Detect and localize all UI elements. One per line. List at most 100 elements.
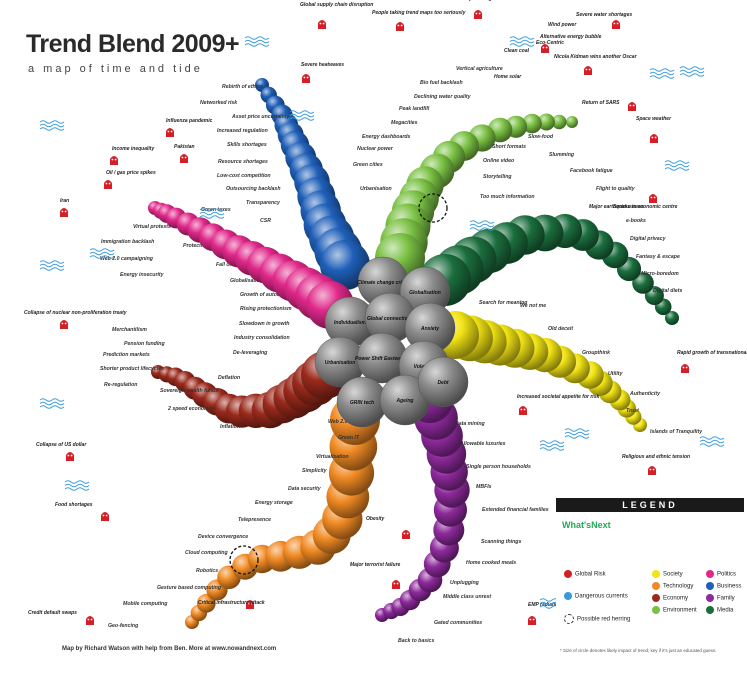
trend-label: Increased regulation bbox=[217, 128, 268, 134]
wave-icon bbox=[469, 220, 495, 231]
wave-icon bbox=[539, 440, 565, 451]
trend-label: Extended financial families bbox=[482, 507, 549, 513]
trend-label: Skills shortages bbox=[227, 142, 267, 148]
trend-label: Industry consolidation bbox=[234, 335, 290, 341]
global-risk-icon bbox=[318, 20, 326, 29]
trend-label: Sovereign wealth funds bbox=[160, 388, 218, 394]
trend-label: Virtual protests bbox=[133, 224, 171, 230]
legend-label: Economy bbox=[663, 595, 689, 602]
trend-bubble bbox=[320, 240, 370, 290]
legend-label: Society bbox=[663, 571, 683, 578]
global-risk-label: Obesity bbox=[366, 516, 385, 522]
wave-icon bbox=[199, 208, 225, 219]
global-risk-icon bbox=[66, 452, 74, 461]
red-herring-ring bbox=[229, 545, 259, 575]
global-risk-label: Return of SARS bbox=[582, 100, 620, 106]
red-herring-ring bbox=[418, 193, 448, 223]
map-title: Trend Blend 2009+ bbox=[26, 30, 240, 58]
legend-swatch-icon bbox=[706, 570, 714, 578]
trend-label: Transparency bbox=[246, 200, 281, 206]
global-risk-label: Religious and ethnic tension bbox=[622, 454, 690, 460]
trend-label: Robotics bbox=[196, 568, 218, 574]
wave-icon bbox=[39, 398, 65, 409]
core-label: GRIN tech bbox=[350, 400, 374, 406]
legend-item: Global Risk bbox=[564, 570, 606, 578]
trend-label: Back to basics bbox=[398, 638, 434, 644]
legend-header: LEGEND bbox=[556, 498, 744, 512]
trend-label: Gated communities bbox=[434, 620, 482, 626]
trend-label: Green taxes bbox=[201, 207, 231, 213]
trend-label: Seriousness bbox=[613, 204, 644, 210]
global-risk-label: Severe heatwaves bbox=[301, 62, 344, 68]
global-risk-icon bbox=[519, 406, 527, 415]
global-risk-label: Home solar bbox=[494, 74, 522, 80]
legend-swatch-icon bbox=[652, 582, 660, 590]
trend-bubble bbox=[551, 114, 567, 130]
trend-label: Telepresence bbox=[238, 517, 271, 523]
global-risk-label: Major terrorist failure bbox=[350, 562, 401, 568]
trend-label: Search for meaning bbox=[479, 300, 528, 306]
global-risk-label: Collapse of US dollar bbox=[36, 442, 87, 448]
legend-item: Economy bbox=[652, 594, 688, 602]
legend-item: Dangerous currents bbox=[564, 592, 628, 600]
global-risk-label: Global supply chain disruption bbox=[300, 2, 373, 8]
global-risk-label: Wind power bbox=[548, 22, 577, 28]
trend-label: Virtualisation bbox=[316, 454, 349, 460]
legend-label: Technology bbox=[663, 583, 694, 590]
global-risk-icon bbox=[612, 20, 620, 29]
global-risk-icon bbox=[474, 10, 482, 19]
trend-label: Networked risk bbox=[200, 100, 238, 106]
trend-label: Middle class unrest bbox=[443, 594, 491, 600]
core-label: Globalisation bbox=[409, 290, 441, 296]
wave-icon bbox=[64, 480, 90, 491]
global-risk-icon bbox=[166, 128, 174, 137]
global-risk-label: Alternative energy bubble bbox=[539, 34, 602, 40]
trend-label: Green cities bbox=[353, 162, 383, 168]
legend-item: Family bbox=[706, 594, 735, 602]
legend-label: Possible red herring bbox=[577, 616, 631, 623]
trend-label: e-books bbox=[626, 218, 646, 224]
trend-label: Nuclear power bbox=[357, 146, 394, 152]
core-label: Global connectivity bbox=[367, 316, 413, 322]
trend-label: Energy storage bbox=[255, 500, 293, 506]
trend-label: Resource shortages bbox=[218, 159, 268, 165]
legend-swatch-icon bbox=[564, 614, 574, 624]
trend-label: Online video bbox=[483, 158, 514, 164]
trend-label: Energy dashboards bbox=[362, 134, 411, 140]
trend-label: Web 2.0 campaigning bbox=[100, 256, 154, 262]
core-label: Urbanisation bbox=[325, 360, 356, 366]
legend-swatch-icon bbox=[706, 582, 714, 590]
global-risk-icon bbox=[86, 616, 94, 625]
trend-label: Protectionism bbox=[183, 243, 218, 249]
trend-label: Asset price uncertainty bbox=[231, 114, 290, 120]
trend-label: CSR bbox=[260, 218, 271, 224]
legend-swatch-icon bbox=[652, 570, 660, 578]
global-risk-label: Rapid growth of transnational crime bbox=[677, 350, 747, 356]
global-risk-label: Major earthquake in economic centre bbox=[589, 204, 678, 210]
global-risk-icon bbox=[584, 66, 592, 75]
wave-icon bbox=[679, 66, 705, 77]
trend-label: Data security bbox=[288, 486, 322, 492]
trend-label: Growth of autocracy bbox=[240, 292, 292, 298]
trend-label: Geo-fencing bbox=[108, 623, 139, 629]
trend-label: Web 2.0 bbox=[328, 419, 348, 425]
trend-label: Merchantilism bbox=[112, 327, 147, 333]
wave-icon bbox=[509, 36, 535, 47]
legend-swatch-icon bbox=[706, 606, 714, 614]
trend-label: De-leveraging bbox=[233, 350, 268, 356]
trend-label: Rising protectionism bbox=[240, 306, 292, 312]
legend-swatch-icon bbox=[652, 606, 660, 614]
trend-label: Storytelling bbox=[483, 174, 512, 180]
trend-label: Inflation bbox=[220, 424, 240, 430]
global-risk-icon bbox=[402, 530, 410, 539]
core-label: Climate change crisis bbox=[357, 280, 409, 286]
trend-label: Data mining bbox=[455, 421, 486, 427]
trend-label: Islands of Tranquility bbox=[650, 429, 703, 435]
global-risk-label: Credit default swaps bbox=[28, 610, 77, 616]
global-risk-label: Food shortages bbox=[55, 502, 93, 508]
trend-label: Home cooked meals bbox=[466, 560, 516, 566]
trend-label: Rebirth of ethics bbox=[222, 84, 263, 90]
